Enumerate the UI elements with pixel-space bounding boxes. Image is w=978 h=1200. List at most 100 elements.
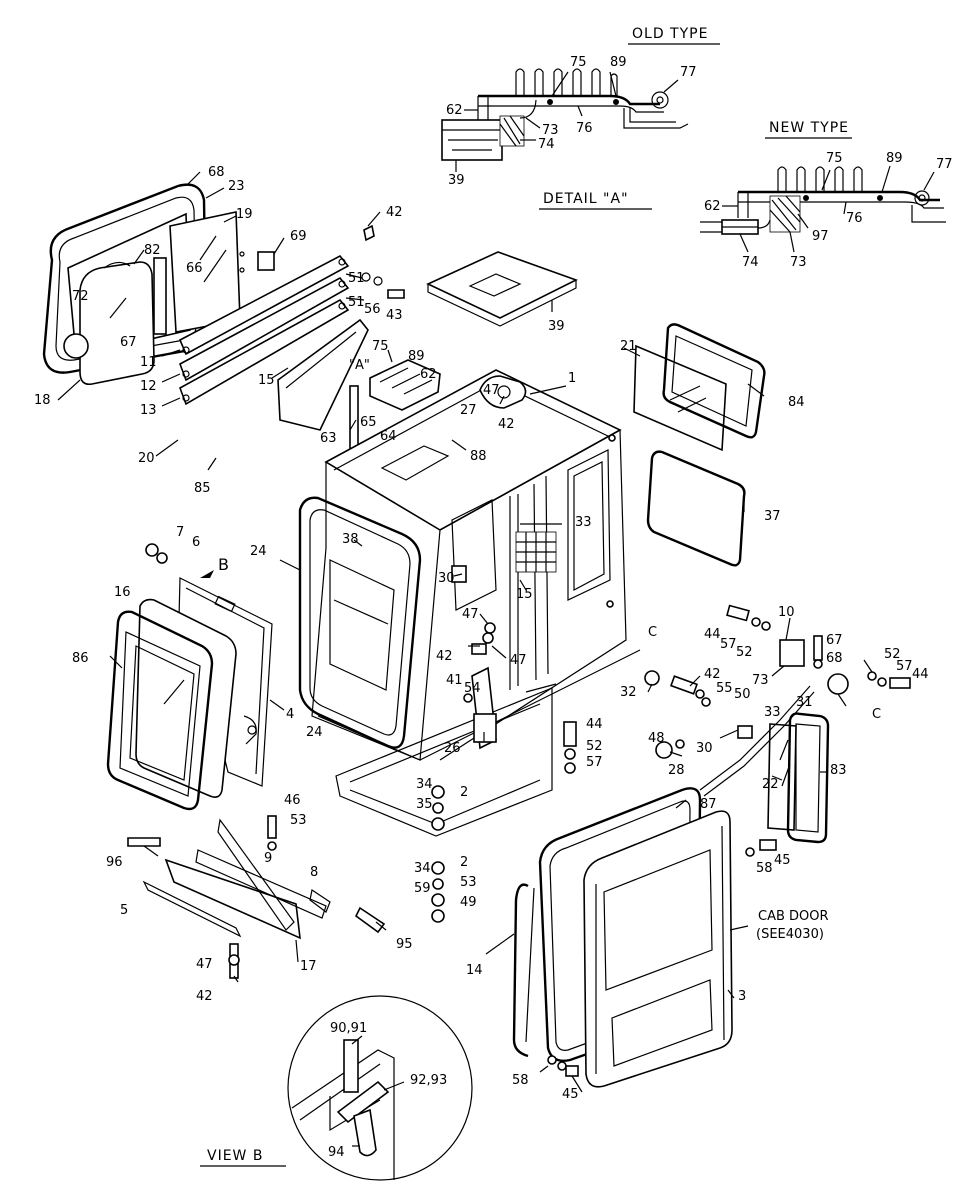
part-label-l50: 50 [734,687,751,702]
part-label-l66: 66 [186,261,203,276]
part-label-l73b: 73 [790,255,807,270]
part-label-l41: 41 [446,673,463,688]
part-label-l68a: 68 [208,165,225,180]
part-label-l10: 10 [778,605,795,620]
part-label-l44b: 44 [912,667,929,682]
part-label-l34b: 34 [414,861,431,876]
part-label-l47a: 47 [483,383,500,398]
part-label-l42a: 42 [386,205,403,220]
part-label-l2a: 2 [460,785,468,800]
part-label-l21: 21 [620,339,637,354]
cab-door-ref: (SEE4030) [756,927,824,942]
part-label-l51a: 51 [348,271,365,286]
part-label-l20: 20 [138,451,155,466]
part-label-l2b: 2 [460,855,468,870]
part-label-l73a: 73 [542,123,559,138]
part-label-l16: 16 [114,585,131,600]
part-label-l62a: 62 [446,103,463,118]
marker-b-arrow [200,570,214,578]
part-label-l42c: 42 [436,649,453,664]
part-label-l92: 92,93 [410,1073,447,1088]
part-label-l15b: 15 [516,587,533,602]
lower-wiper-assembly [127,818,386,979]
part-label-l87: 87 [700,797,717,812]
part-label-l39a: 39 [448,173,465,188]
part-label-l55: 55 [716,681,733,696]
part-label-l17: 17 [300,959,317,974]
part-label-l83: 83 [830,763,847,778]
part-label-l28: 28 [668,763,685,778]
part-label-l57a: 57 [720,637,737,652]
part-label-l30b: 30 [696,741,713,756]
title-detail-a: DETAIL "A" [543,191,629,207]
old-type-harness [441,68,689,161]
part-label-l77a: 77 [680,65,697,80]
part-label-l7: 7 [176,525,184,540]
part-label-l76a: 76 [576,121,593,136]
part-label-l58a: 58 [756,861,773,876]
part-label-l14: 14 [466,963,483,978]
part-label-l67b: 67 [826,633,843,648]
part-label-l24a: 24 [250,544,267,559]
part-label-l11: 11 [140,355,157,370]
part-label-l85: 85 [194,481,211,496]
part-label-l13: 13 [140,403,157,418]
part-label-l57c: 57 [586,755,603,770]
part-label-l76b: 76 [846,211,863,226]
part-label-l45a: 45 [774,853,791,868]
part-label-l64: 64 [380,429,397,444]
part-label-l44a: 44 [704,627,721,642]
left-side-window-assembly [42,183,405,406]
part-label-l52a: 52 [736,645,753,660]
part-label-l22: 22 [762,777,779,792]
part-label-l52c: 52 [586,739,603,754]
part-label-l31: 31 [796,695,813,710]
part-label-l62c: 62 [420,367,437,382]
part-label-l19: 19 [236,207,253,222]
part-label-l53b: 53 [460,875,477,890]
marker-c-left: C [648,625,657,640]
part-label-l47c: 47 [510,653,527,668]
part-label-l38: 38 [342,532,359,547]
part-label-l46: 46 [284,793,301,808]
part-label-l47b: 47 [462,607,479,622]
part-label-l89b: 89 [886,151,903,166]
title-old-type: OLD TYPE [632,26,708,42]
part-label-l67a: 67 [120,335,137,350]
part-label-l42e: 42 [196,989,213,1004]
part-label-l9: 9 [264,851,272,866]
part-label-l33b: 33 [764,705,781,720]
part-label-l72: 72 [72,289,89,304]
part-label-l52b: 52 [884,647,901,662]
part-label-l82: 82 [144,243,161,258]
part-label-l35: 35 [416,797,433,812]
part-label-l69: 69 [290,229,307,244]
title-new-type: NEW TYPE [769,120,849,136]
new-type-harness [700,166,946,235]
part-label-l73c: 73 [752,673,769,688]
part-label-l23: 23 [228,179,245,194]
right-side-windows [633,323,830,844]
part-label-l75b: 75 [826,151,843,166]
part-label-l39b: 39 [548,319,565,334]
part-label-l30a: 30 [438,571,455,586]
part-label-l18: 18 [34,393,51,408]
part-label-l90: 90,91 [330,1021,367,1036]
part-label-l33a: 33 [575,515,592,530]
part-label-l65: 65 [360,415,377,430]
view-b-circle [287,995,473,1181]
part-label-l75c: 75 [372,339,389,354]
part-label-l84: 84 [788,395,805,410]
part-label-l56: 56 [364,302,381,317]
part-label-l68b: 68 [826,651,843,666]
front-window-frame [298,496,422,749]
part-label-l42b: 42 [498,417,515,432]
part-label-l59: 59 [414,881,431,896]
title-view-b: VIEW B [207,1148,263,1164]
part-label-l3: 3 [738,989,746,1004]
part-label-l77b: 77 [936,157,953,172]
part-label-l53a: 53 [290,813,307,828]
part-label-l26: 26 [444,741,461,756]
cab-door-label: CAB DOOR [758,909,829,924]
cab-door [512,787,733,1088]
